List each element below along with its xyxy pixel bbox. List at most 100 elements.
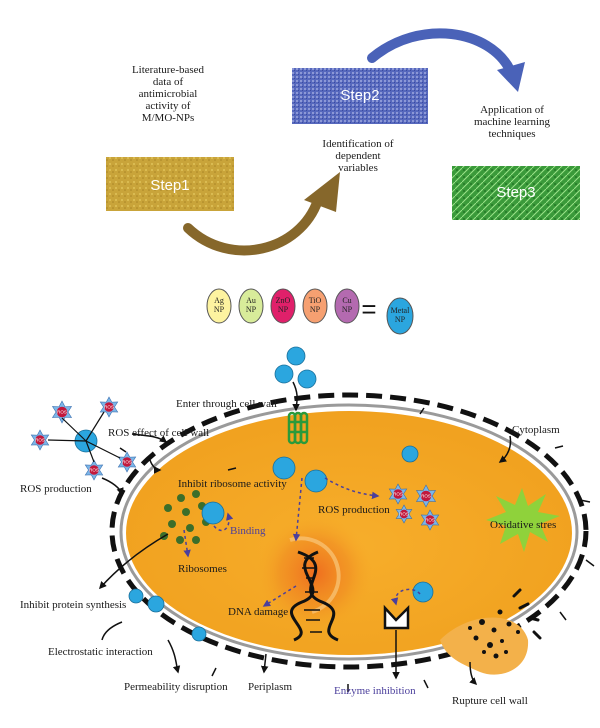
arrow-ros-wall [131, 433, 168, 443]
ros-radical: ROS [395, 504, 413, 524]
arrow-to-ros-in [324, 477, 380, 500]
particle-layer: ROS ROS ROS ROS ROS ROS ROS ROS ROS [30, 346, 440, 642]
label-inhibit-ribosome: Inhibit ribosome activity [178, 478, 287, 490]
ros-emission-line [85, 440, 95, 463]
legend-equals: = [361, 294, 376, 324]
label-inhibit-protein: Inhibit protein synthesis [20, 599, 126, 611]
metal-np [272, 456, 296, 480]
rupture-fragments [512, 588, 542, 640]
metal-np [412, 581, 434, 603]
ros-tag: ROS [104, 405, 114, 410]
ros-emission-line [61, 417, 87, 442]
arrow-enzyme [390, 588, 421, 606]
step3-box [452, 166, 580, 220]
arrow-ros-prod [101, 477, 124, 496]
arrow-permeability [167, 639, 181, 674]
metal-np [201, 501, 225, 525]
ros-emission-line [85, 411, 105, 442]
ros-tag: ROS [122, 460, 132, 465]
label-oxidative: Oxidative stres [490, 519, 556, 531]
ros-emission-line [47, 439, 87, 442]
label-binding: Binding [230, 525, 266, 537]
ros-tag: ROS [399, 512, 409, 517]
rupture-dots [468, 609, 520, 659]
metal-np [297, 369, 317, 389]
arrow-rupture [469, 661, 478, 686]
arrow-dna-damage [262, 585, 297, 607]
ros-tag: ROS [57, 410, 67, 415]
label-periplasm: Periplasm [248, 681, 292, 693]
metal-np [274, 364, 294, 384]
ros-radical: ROS [30, 429, 50, 451]
rupture-zone [440, 617, 529, 675]
step1-box [106, 157, 234, 211]
dna-helix [289, 550, 339, 642]
arrow-step2-to-step3-head [497, 62, 525, 92]
ros-tag: ROS [421, 494, 431, 499]
label-ros-production-in: ROS production [318, 504, 390, 516]
step2-box [292, 68, 428, 124]
ros-radical: ROS [84, 459, 104, 481]
arrow-ribosomes [183, 529, 191, 558]
metal-np [401, 445, 419, 463]
arrow-binding [213, 512, 234, 532]
ros-tag: ROS [393, 492, 403, 497]
ros-radical: ROS [415, 484, 437, 508]
label-enzyme: Enzyme inhibition [334, 685, 416, 697]
ribosome-cluster [160, 490, 210, 544]
cell-labels: Enter through cell wall ROS effect of ce… [20, 398, 560, 707]
step2-title: Step2 [340, 87, 379, 104]
label-electrostatic: Electrostatic interaction [48, 646, 153, 658]
step1-title: Step1 [150, 177, 189, 194]
ros-radical: ROS [420, 509, 440, 531]
process-arrows [98, 381, 595, 692]
arrow-step2-to-step3 [367, 28, 515, 75]
metal-np [128, 588, 144, 604]
porin-channel [287, 411, 309, 445]
ros-tag: ROS [425, 518, 435, 523]
label-cytoplasm: Cytoplasm [512, 424, 560, 436]
ros-radical: ROS [99, 396, 119, 418]
label-permeability: Permeability disruption [124, 681, 228, 693]
arrow-to-dna [292, 477, 303, 542]
arrow-inhibit-protein [98, 533, 169, 590]
arrow-enter [292, 381, 300, 412]
ros-emission-line [85, 440, 121, 459]
ros-radical: ROS [388, 483, 408, 505]
arrow-electrostatic [101, 621, 123, 641]
arrow-step1-to-step2-head [304, 172, 340, 212]
arrow-periplasm [260, 653, 269, 674]
oxidative-stress-burst [486, 488, 560, 552]
ros-radical: ROS [117, 451, 137, 473]
metal-np [147, 595, 165, 613]
metal-np [286, 346, 306, 366]
label-ros-production-out: ROS production [20, 483, 92, 495]
ros-tag: ROS [89, 468, 99, 473]
arrow-ros-wall2 [149, 459, 162, 474]
label-ros-effect: ROS effect of cell wall [108, 427, 209, 439]
arrow-cytoplasm [498, 435, 512, 463]
label-rupture: Rupture cell wall [452, 695, 528, 707]
arrow-step1-to-step2 [183, 195, 323, 256]
label-dna-damage: DNA damage [228, 606, 288, 618]
metal-np [191, 626, 207, 642]
ros-radical: ROS [51, 400, 73, 424]
